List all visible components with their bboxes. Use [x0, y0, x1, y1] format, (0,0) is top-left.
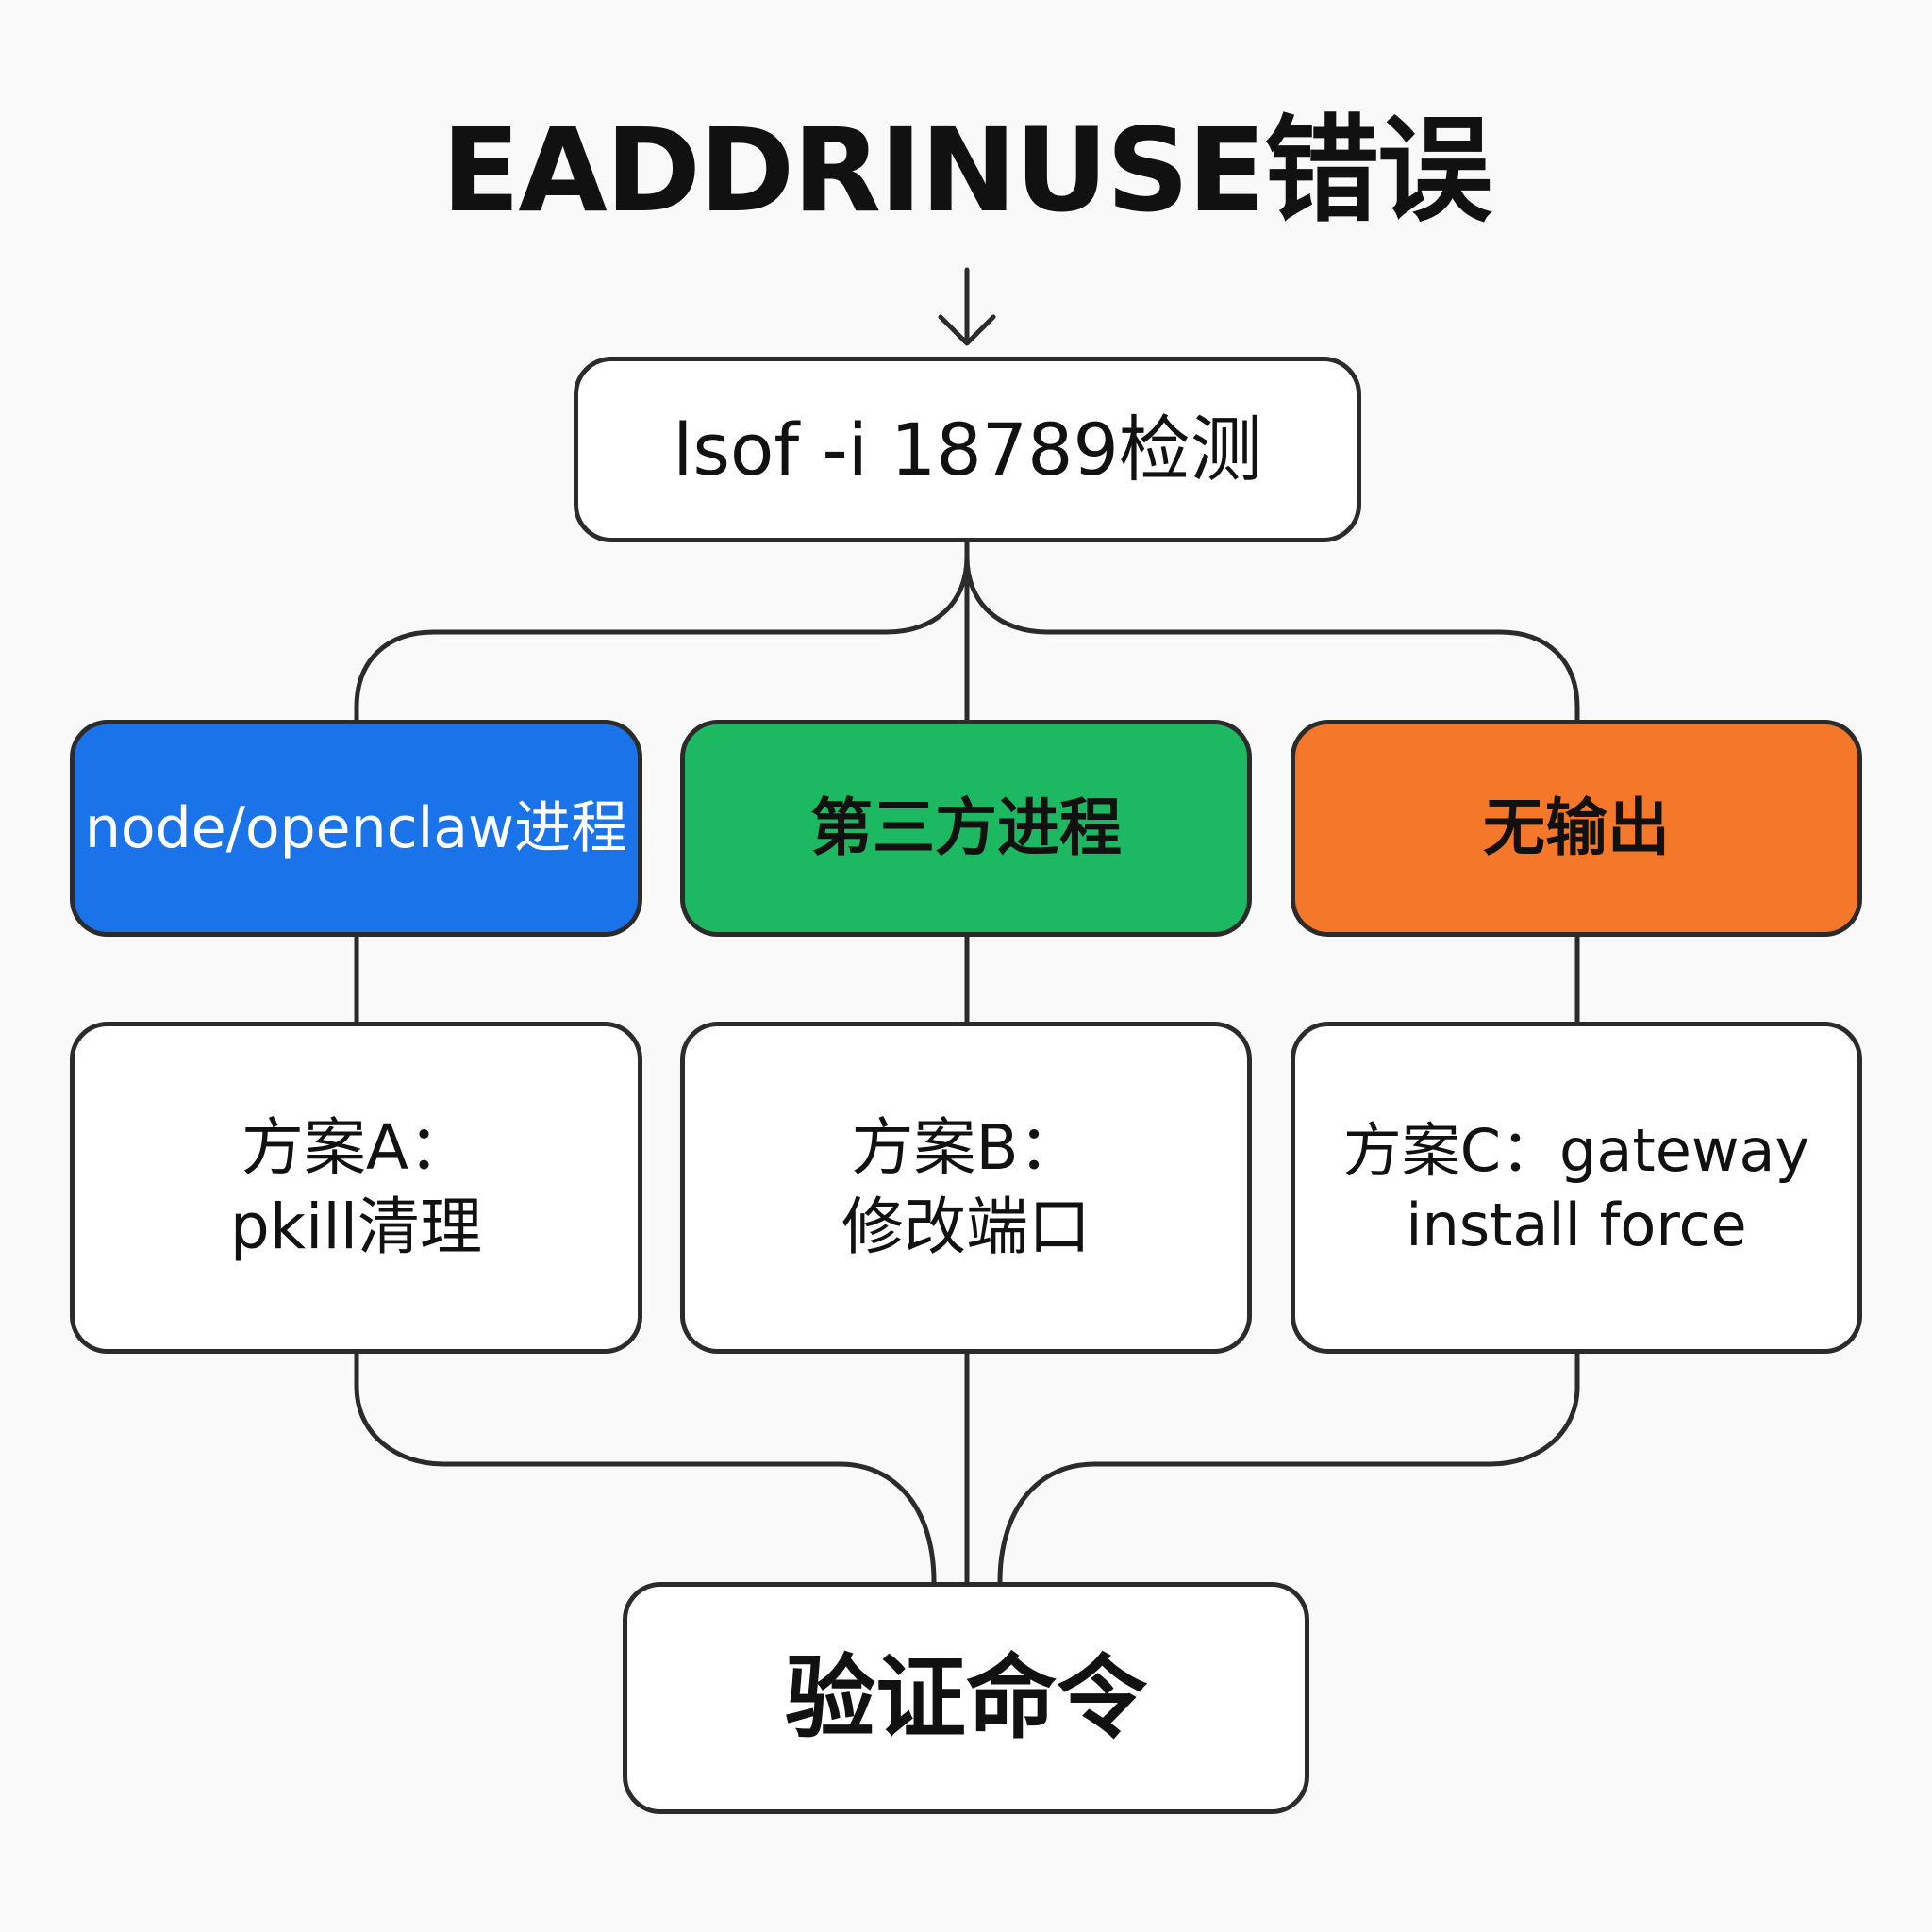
- verify-command-label: 验证命令: [785, 1644, 1147, 1751]
- plan-c-node: 方案C：gateway install force: [1291, 1022, 1862, 1354]
- arrowhead: [938, 314, 996, 346]
- diagram-title: EADDRINUSE错误: [441, 103, 1492, 238]
- plan-b-node: 方案B： 修改端口: [680, 1022, 1252, 1354]
- no-output-node: 无输出: [1291, 720, 1862, 937]
- plan-c-to-verify-line: [997, 1351, 1580, 1585]
- plan-a-to-verify-line: [354, 1351, 937, 1585]
- plan-c-label: 方案C：gateway install force: [1342, 1115, 1810, 1259]
- third-party-process-label: 第三方进程: [810, 791, 1122, 864]
- plan-b-label: 方案B： 修改端口: [841, 1110, 1091, 1263]
- lsof-check-label: lsof -i 18789检测: [673, 407, 1262, 491]
- verify-command-node: 验证命令: [623, 1582, 1309, 1814]
- third-party-process-node: 第三方进程: [680, 720, 1252, 937]
- check-to-branch-a-line: [354, 554, 970, 723]
- plan-a-node: 方案A： pkill清理: [70, 1022, 642, 1354]
- check-to-branch-c-line: [964, 554, 1580, 723]
- no-output-label: 无输出: [1483, 791, 1670, 864]
- node-openclaw-process-node: node/openclaw进程: [70, 720, 642, 937]
- node-openclaw-process-label: node/openclaw进程: [84, 794, 628, 861]
- lsof-check-node: lsof -i 18789检测: [574, 357, 1361, 542]
- plan-a-label: 方案A： pkill清理: [229, 1110, 483, 1263]
